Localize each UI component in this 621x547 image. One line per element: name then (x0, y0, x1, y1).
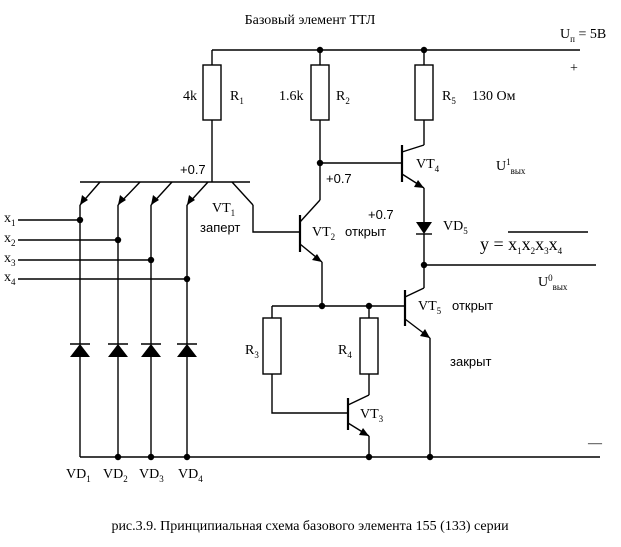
r2-value: 1.6k (279, 89, 304, 104)
resistor-r4 (359, 317, 379, 375)
resistor-r2 (310, 64, 330, 121)
arrow (80, 195, 88, 205)
vt5-state: открыт (452, 298, 493, 313)
vd1-label: VD1 (66, 467, 91, 484)
vt1-state: заперт (200, 220, 240, 235)
arrow (118, 195, 126, 205)
r1-value: 4k (183, 89, 197, 104)
vt2-state: открыт (345, 224, 386, 239)
arrow (187, 195, 195, 205)
r5-label: R5 (442, 89, 456, 106)
supply-minus: — (587, 436, 603, 451)
input-x4-label: x4 (4, 270, 16, 287)
vt3-label: VT3 (360, 407, 384, 424)
junction-dot (147, 453, 155, 461)
diode-vd5 (416, 222, 432, 235)
supply-plus: + (570, 61, 578, 76)
junction-dot (114, 453, 122, 461)
diode-vd1 (70, 343, 90, 357)
r5-value: 130 Ом (472, 89, 516, 104)
input-x2-label: x2 (4, 231, 16, 248)
vd5-label: VD5 (443, 219, 468, 236)
transistor-vt2 (298, 199, 323, 263)
diagram-title: Базовый элемент ТТЛ (245, 13, 376, 28)
vd2-label: VD2 (103, 467, 128, 484)
transistor-vt5 (403, 287, 431, 339)
vd4-label: VD4 (178, 467, 203, 484)
diode-vd4 (177, 343, 197, 357)
u1-out-label: U1вых (496, 157, 526, 176)
r2-label: R2 (336, 89, 350, 106)
diode-vd3 (141, 343, 161, 357)
arrow (151, 195, 159, 205)
transistor-vt4 (400, 144, 425, 189)
vd3-label: VD3 (139, 467, 164, 484)
vt1-collector (231, 181, 254, 206)
resistor-r5 (414, 64, 434, 121)
vt5-label: VT5 (418, 299, 442, 316)
voltage-label-2: +0.7 (326, 171, 352, 186)
supply-label: Uп = 5В (560, 27, 606, 44)
r3-label: R3 (245, 343, 259, 360)
vt2-label: VT2 (312, 225, 335, 242)
figure-caption: рис.3.9. Принципиальная схема базового э… (111, 519, 509, 534)
u0-out-label: U0вых (538, 273, 568, 292)
voltage-label-3: +0.7 (368, 207, 394, 222)
diode-vd2 (108, 343, 128, 357)
transistor-vt3 (346, 394, 370, 437)
vt1-label: VT1 (212, 201, 235, 218)
junction-dot (183, 453, 191, 461)
wire (271, 374, 348, 414)
input-x1-label: x1 (4, 211, 16, 228)
vt4-label: VT4 (416, 157, 440, 174)
output-expression: y = x1x2x3x4 (480, 234, 563, 256)
voltage-label-1: +0.7 (180, 162, 206, 177)
r1-label: R1 (230, 89, 244, 106)
resistor-r3 (262, 317, 282, 375)
input-x3-label: x3 (4, 251, 16, 268)
vt5-state-2: закрыт (450, 354, 491, 369)
r4-label: R4 (338, 343, 352, 360)
wire (252, 205, 300, 233)
resistor-r1 (202, 64, 222, 121)
